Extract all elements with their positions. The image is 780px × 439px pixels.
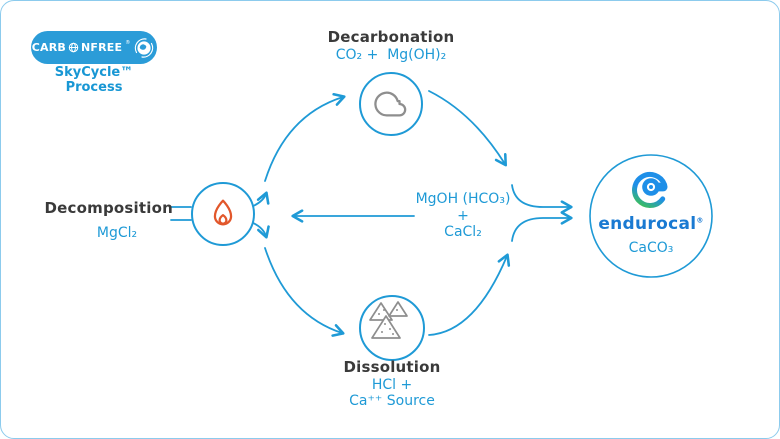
intermediate-formula-line3: CaCl₂ bbox=[444, 224, 482, 240]
endurocal-formula: CaCO₃ bbox=[628, 240, 674, 256]
endurocal-wordmark: endurocal® bbox=[591, 214, 711, 234]
globe-icon bbox=[135, 37, 154, 58]
skycycle-process-title: SkyCycle™ Process bbox=[54, 65, 134, 95]
intermediate-formula-line1: MgOH (HCO₃) bbox=[415, 191, 511, 207]
arrow-decomposition-to-dissolution bbox=[264, 247, 345, 337]
decomposition-title: Decomposition bbox=[44, 199, 173, 217]
decomposition-formula: MgCl₂ bbox=[96, 225, 138, 241]
carbonfree-logo: CARB NFREE ® bbox=[31, 31, 157, 64]
decomposition-node-circle bbox=[191, 182, 255, 246]
endurocal-node-circle bbox=[589, 154, 713, 278]
globe-o-icon bbox=[68, 42, 79, 53]
dissolution-title: Dissolution bbox=[343, 358, 441, 376]
dissolution-formula-line1: HCl + bbox=[371, 377, 413, 393]
intermediate-formula-line2: + bbox=[457, 208, 469, 224]
registered-mark: ® bbox=[125, 40, 131, 46]
decarbonation-node-circle bbox=[359, 72, 423, 136]
carbonfree-logo-text-suffix: NFREE bbox=[81, 41, 123, 54]
carbonfree-logo-text-prefix: CARB bbox=[31, 41, 67, 54]
arrow-merge-bottom-to-endurocal bbox=[511, 211, 573, 242]
endurocal-logo-icon bbox=[632, 171, 668, 208]
arrow-decomposition-to-decarbonation bbox=[264, 93, 346, 182]
arrow-dissolution-to-intermediate bbox=[428, 253, 511, 336]
arrow-decarbonation-to-intermediate bbox=[428, 90, 508, 167]
endurocal-registered-mark: ® bbox=[696, 216, 704, 225]
arrow-merge-top-to-endurocal bbox=[511, 184, 573, 214]
endurocal-brand-text: endurocal bbox=[598, 214, 697, 234]
decarbonation-formula: CO₂ + Mg(OH)₂ bbox=[335, 47, 447, 63]
minerals-icon bbox=[369, 301, 408, 339]
flame-icon bbox=[213, 199, 233, 226]
cloud-icon bbox=[374, 91, 407, 117]
decarbonation-title: Decarbonation bbox=[327, 28, 455, 46]
dissolution-formula-line2: Ca⁺⁺ Source bbox=[349, 393, 435, 409]
